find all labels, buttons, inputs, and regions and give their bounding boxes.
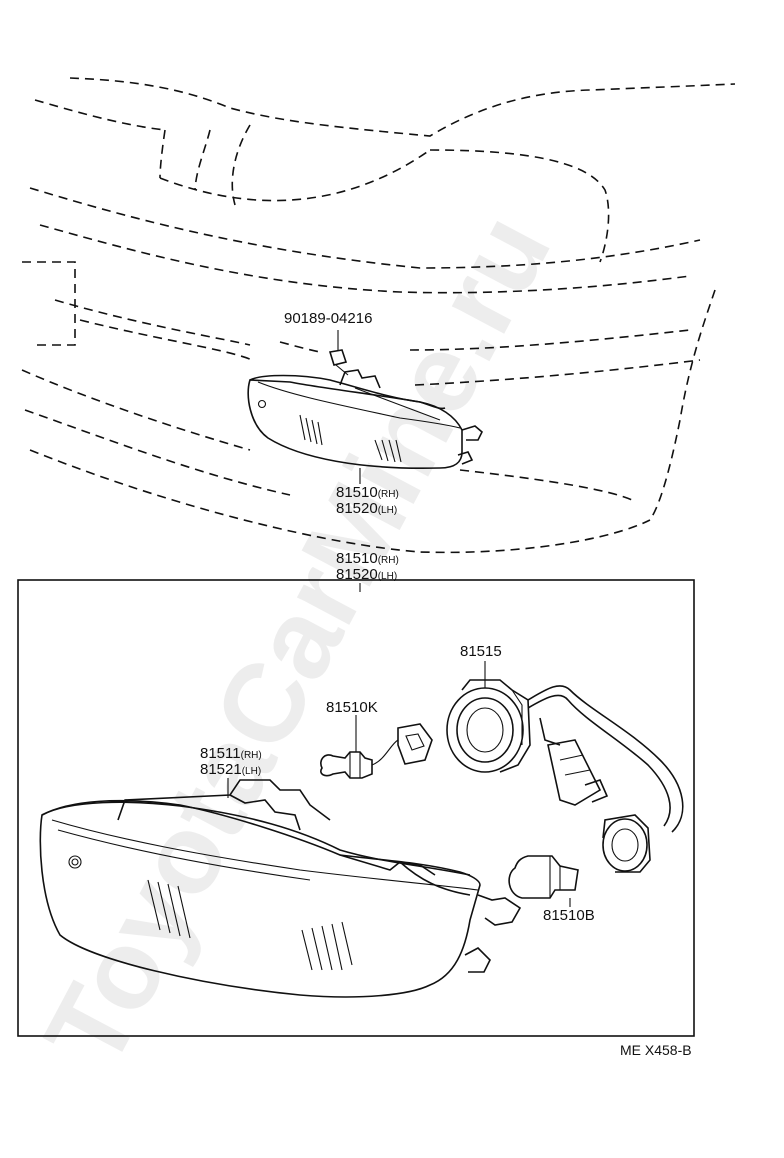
label-bolt: 90189-04216	[284, 310, 372, 327]
label-bulb: 81510B	[543, 907, 595, 924]
socket-detail	[446, 679, 684, 873]
lamp-assembly-installed	[247, 349, 483, 470]
label-socket: 81515	[460, 643, 502, 660]
label-lens-rh: 81511(RH)	[200, 745, 262, 762]
label-lens-lh: 81521(LH)	[200, 761, 261, 778]
label-small-bulb: 81510K	[326, 699, 378, 716]
label-lamp-top-rh: 81510(RH)	[336, 484, 399, 501]
label-lamp-box-lh: 81520(LH)	[336, 566, 397, 583]
label-lamp-box-rh: 81510(RH)	[336, 550, 399, 567]
small-bulb-detail	[320, 723, 433, 779]
bulb-detail	[508, 855, 579, 899]
bumper-outline	[21, 77, 736, 554]
label-lamp-top-lh: 81520(LH)	[336, 500, 397, 517]
diagram-code: ME X458-B	[620, 1042, 692, 1058]
detail-box	[17, 579, 695, 1037]
lens-detail	[39, 779, 522, 998]
watermark-text: ToyotaCarMine.ru	[21, 194, 574, 1086]
